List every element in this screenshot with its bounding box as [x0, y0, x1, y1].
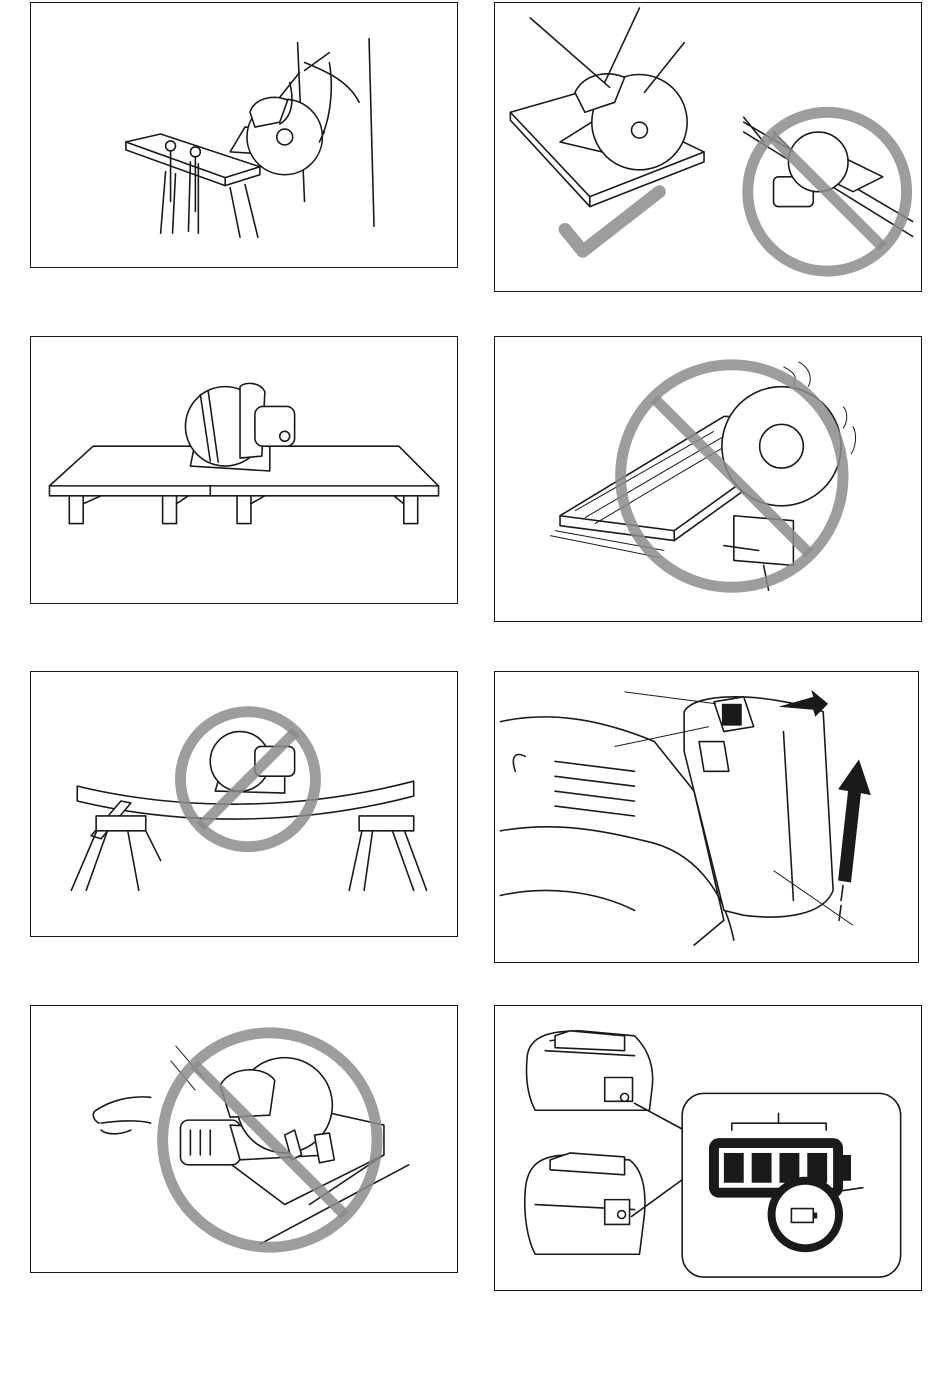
figure-check-vs-prohibited: [494, 2, 922, 292]
figure-hand-under-prohibited: [30, 1005, 458, 1273]
figure-supported-sawhorse: [30, 2, 458, 268]
figure-battery-install: [494, 671, 919, 963]
figure-kickback-prohibited: [494, 336, 922, 622]
figure-board-sagging-prohibited: [30, 671, 458, 937]
figure-board-supported-near-cut: [30, 336, 458, 604]
check-mark-icon: [565, 192, 659, 252]
figure-battery-indicator: [494, 1005, 922, 1291]
push-up-arrow-icon: [838, 759, 871, 882]
